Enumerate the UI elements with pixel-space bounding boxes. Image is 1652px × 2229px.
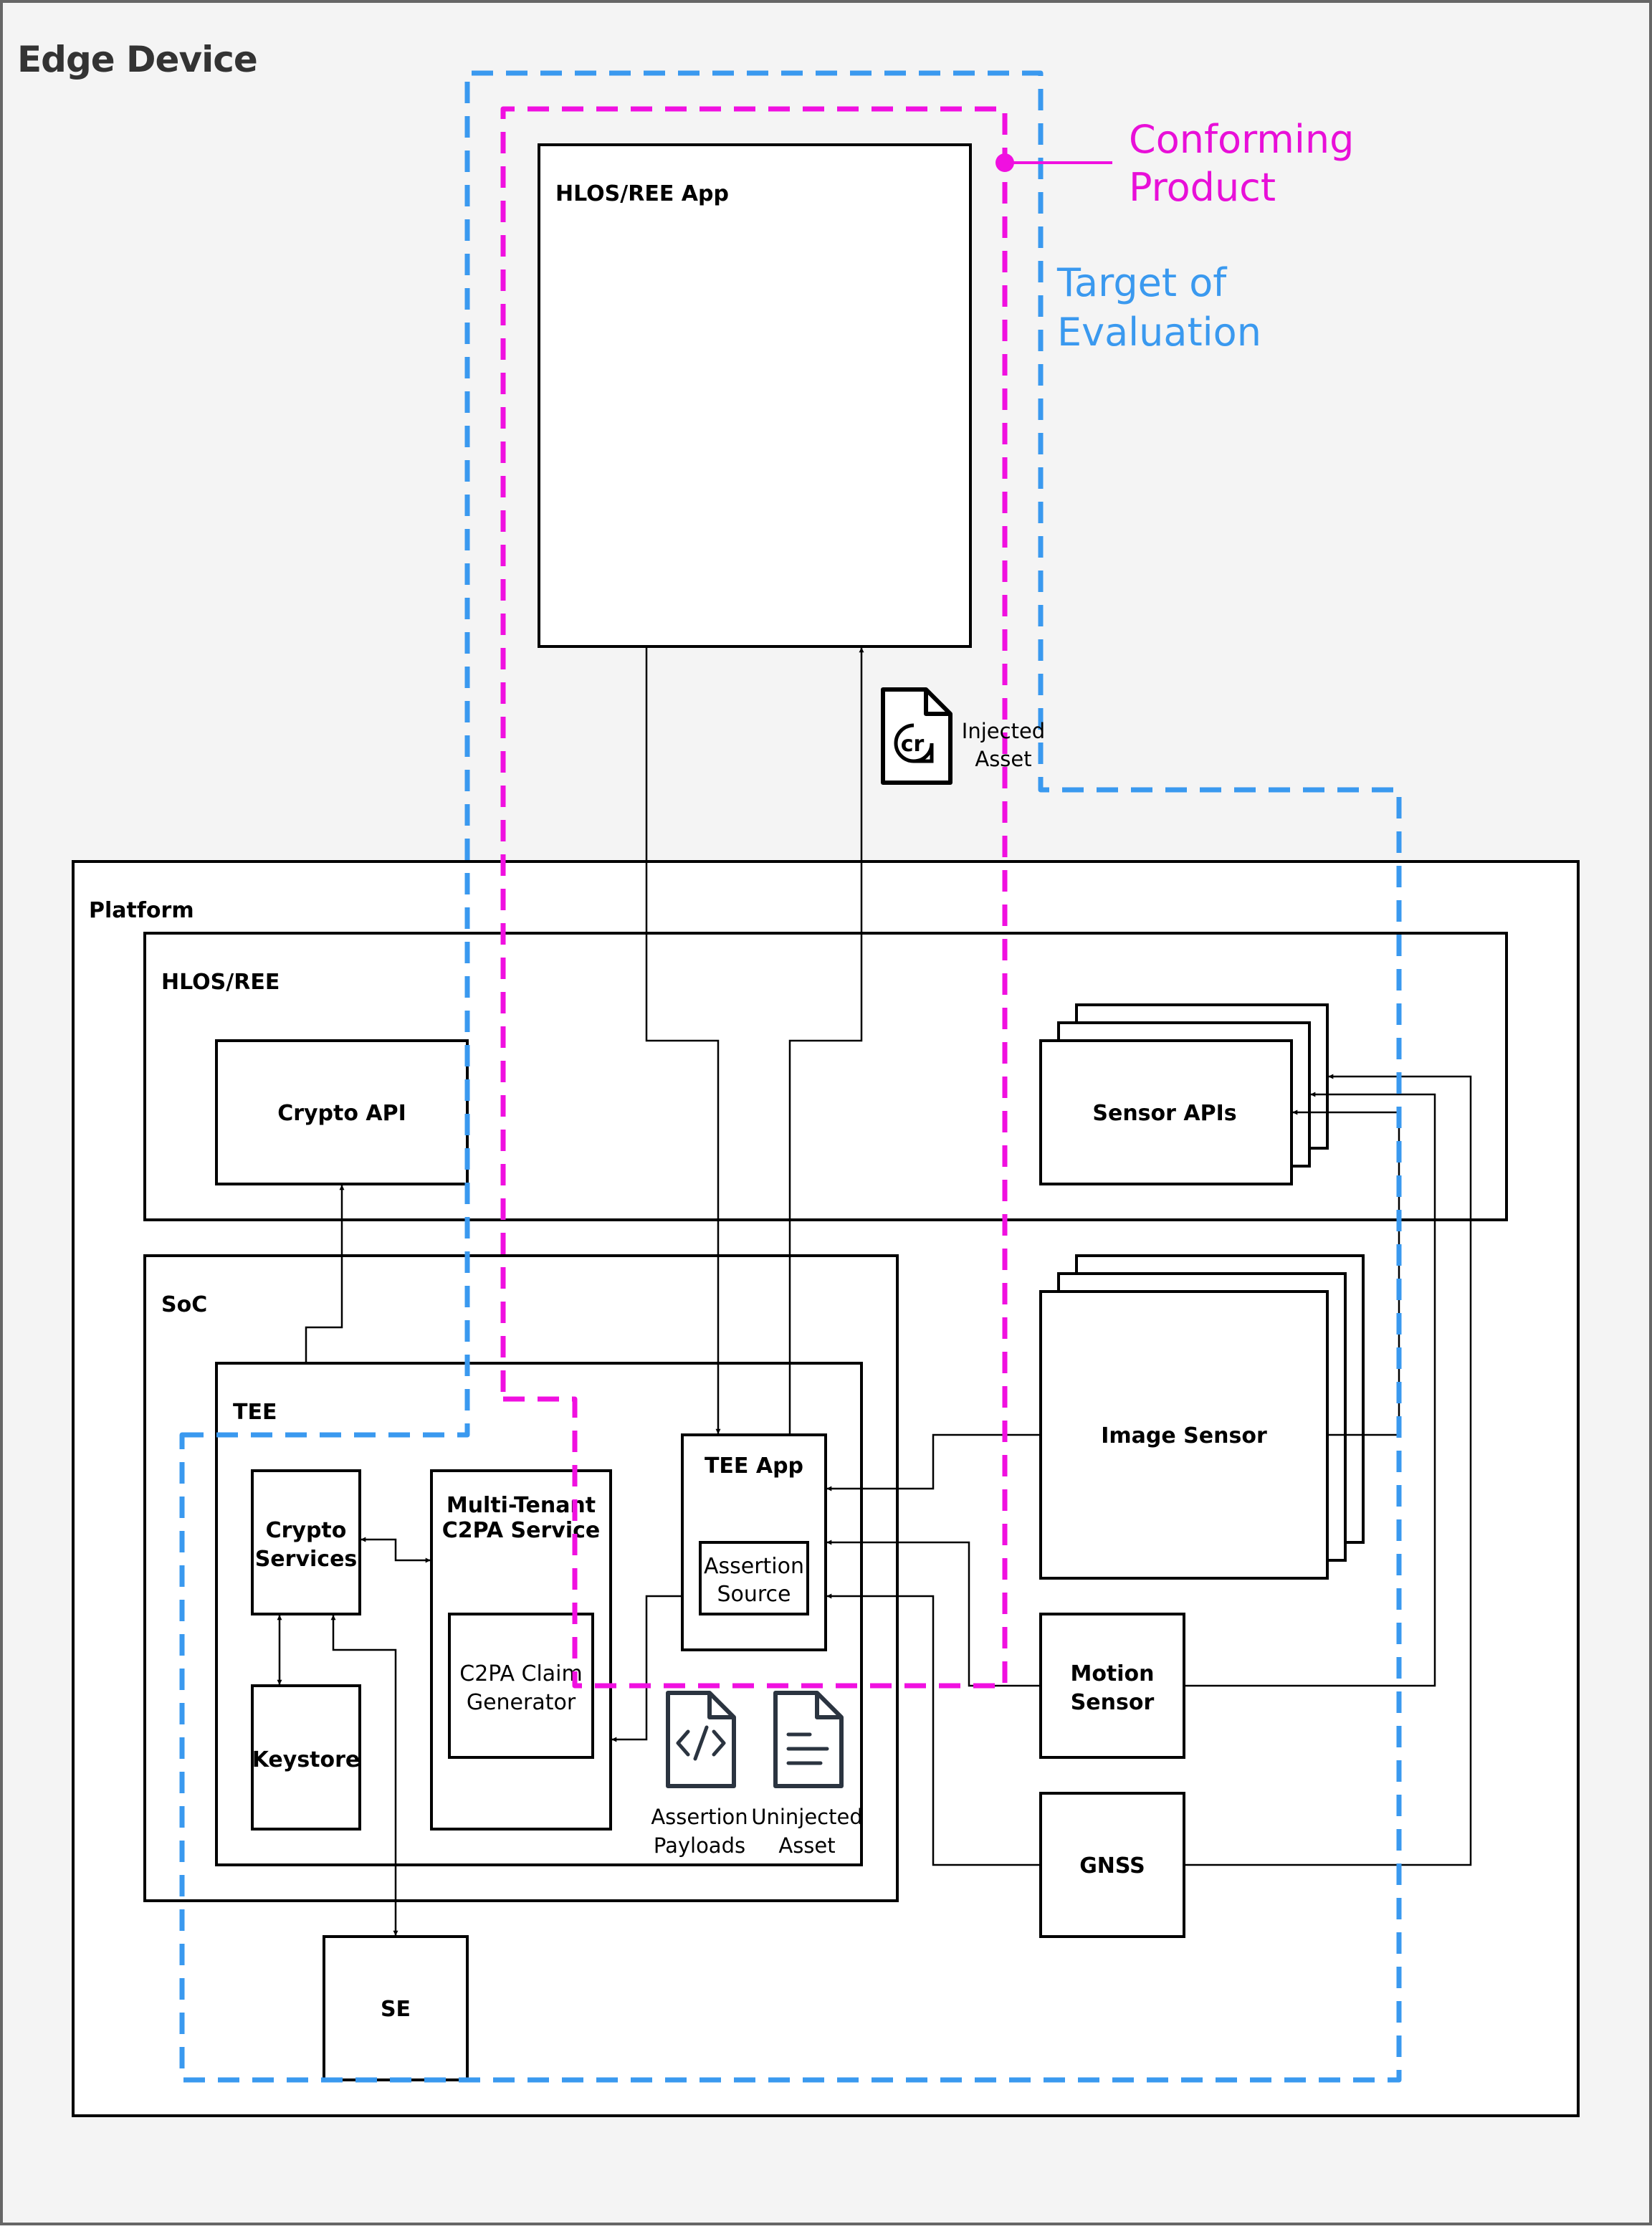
motion-sensor-label-1: Motion (1070, 1661, 1154, 1686)
crypto-services-label-1: Crypto (266, 1518, 347, 1543)
assertion-source-box (699, 1541, 809, 1615)
assertion-source-label-2: Source (717, 1582, 791, 1607)
crypto-services-label-2: Services (255, 1547, 358, 1572)
target-of-evaluation-label-2: Evaluation (1057, 310, 1261, 355)
tee-app-label: TEE App (705, 1454, 803, 1479)
gnss-label: GNSS (1079, 1853, 1145, 1879)
connectors (277, 646, 1472, 1936)
code-file-icon (666, 1691, 736, 1788)
gnss-to-tee-app-connector (826, 1593, 1041, 1866)
crypto-api-label: Crypto API (277, 1101, 406, 1126)
conforming-product-label-2: Product (1129, 165, 1276, 210)
tee-label: TEE (233, 1400, 277, 1425)
injected-asset-icon: cr (881, 687, 952, 785)
crypto-services-box (251, 1469, 361, 1615)
crypto-services-multi-tenant-connector (361, 1537, 431, 1563)
crypto-api-box (215, 1039, 469, 1185)
hlos-ree-app-box (538, 143, 972, 648)
assertion-source-label-1: Assertion (704, 1554, 804, 1579)
image-sensor-to-sensor-apis-connector (1292, 1109, 1400, 1436)
claim-generator-label-2: Generator (467, 1690, 576, 1715)
image-sensor-box (1039, 1290, 1329, 1580)
motion-sensor-label-2: Sensor (1071, 1690, 1155, 1715)
crypto-services-se-connector (330, 1615, 398, 1936)
conforming-product-label-1: Conforming (1129, 117, 1354, 162)
document-icon (773, 1691, 844, 1788)
injected-asset-badge: cr (901, 732, 925, 757)
keystore-label: Keystore (252, 1747, 361, 1772)
image-sensor-label: Image Sensor (1101, 1423, 1267, 1448)
assertion-payloads-label-2: Payloads (654, 1833, 745, 1858)
se-box (323, 1935, 469, 2081)
claim-generator-label-1: C2PA Claim (459, 1661, 583, 1686)
motion-sensor-to-sensor-apis-connector (1184, 1092, 1436, 1687)
sensor-apis-box (1039, 1039, 1293, 1185)
injected-asset-label-2: Asset (975, 747, 1031, 771)
se-label: SE (381, 1997, 411, 2022)
target-of-evaluation-boundary (179, 70, 1402, 2083)
sensor-apis-label: Sensor APIs (1092, 1101, 1236, 1126)
c2pa-claim-generator-box (448, 1613, 594, 1759)
tee-to-crypto-api-connector (305, 1185, 345, 1363)
multi-tenant-label-1: Multi-Tenant (447, 1493, 596, 1518)
motion-sensor-to-tee-app-connector (826, 1540, 1041, 1687)
assertion-payloads-label-1: Assertion (651, 1805, 748, 1829)
soc-label: SoC (161, 1292, 207, 1317)
app-to-tee-app-connector (645, 646, 721, 1434)
injected-asset-label-1: Injected (962, 719, 1045, 743)
image-sensor-to-tee-app-connector (826, 1433, 1041, 1491)
tee-app-to-claim-generator-connector (611, 1595, 682, 1742)
tee-app-to-app-connector (788, 647, 864, 1433)
hlos-ree-label: HLOS/REE (161, 970, 280, 995)
uninjected-asset-label-1: Uninjected (751, 1805, 863, 1829)
uninjected-asset-label-2: Asset (778, 1833, 835, 1858)
conforming-product-boundary (500, 106, 1008, 1689)
edge-device-title: Edge Device (17, 39, 257, 80)
target-of-evaluation-label-1: Target of (1056, 260, 1228, 305)
platform-label: Platform (89, 898, 194, 923)
hlos-ree-app-label: HLOS/REE App (555, 181, 729, 206)
